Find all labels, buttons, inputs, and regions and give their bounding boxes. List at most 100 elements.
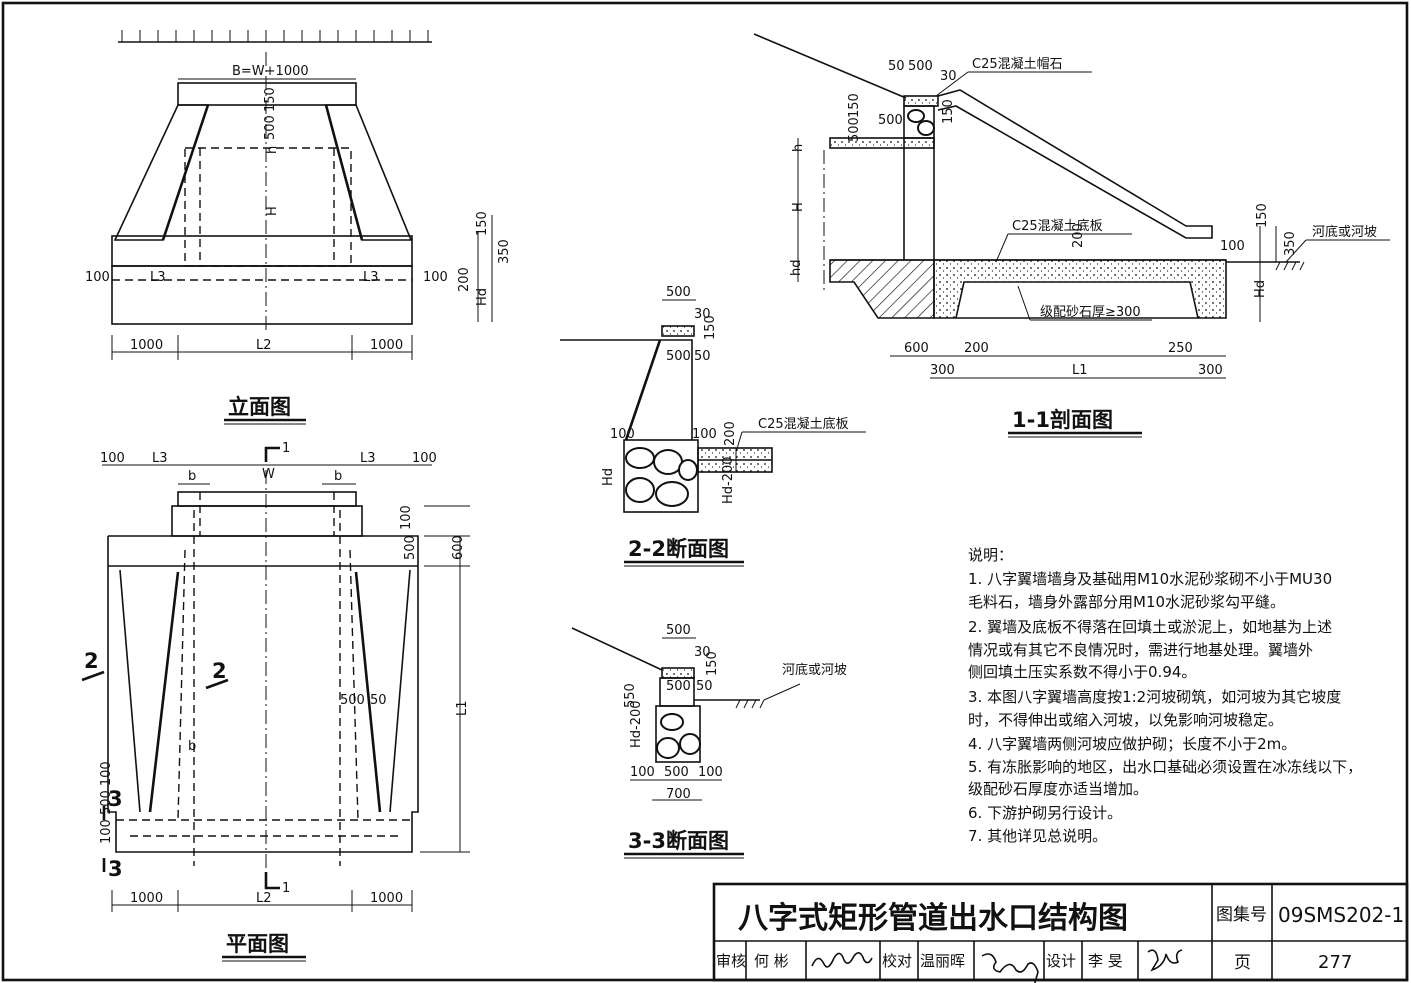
plan-dim-b-inner: b	[188, 739, 196, 754]
plan-title: 平面图	[226, 932, 289, 956]
s11-dim-30: 30	[940, 69, 957, 84]
elevation-title: 立面图	[228, 395, 291, 419]
s22-dim-500b: 500	[666, 349, 691, 364]
reviewer-name: 何 彬	[754, 952, 789, 970]
s11-dim-l1: L1	[1072, 363, 1088, 378]
plan-cut-3-bottom: 3	[108, 857, 123, 881]
s11-dim-50: 50	[888, 59, 905, 74]
review-label: 审核	[716, 952, 746, 970]
s22-dim-150: 150	[703, 315, 718, 340]
section-33-title: 3-3断面图	[628, 829, 729, 853]
plan-view: 1 1 100 L3 W L3 100 b b 500 50	[81, 441, 470, 962]
elev-dim-l2: L2	[256, 338, 272, 353]
s11-dim-500: 500	[908, 59, 933, 74]
section-33-view: 500 30 150 河底或河坡 500 50 550 Hd-200 100 5…	[571, 623, 847, 859]
s11-dim-350: 350	[1283, 231, 1298, 256]
s22-base-label: C25混凝土底板	[758, 416, 849, 432]
plan-cut-1-top: 1	[282, 441, 290, 456]
note-line: 时，不得伸出或缩入河坡，以免影响河坡稳定。	[968, 711, 1283, 729]
check-label: 校对	[882, 952, 912, 970]
reviewer-signature	[811, 952, 873, 968]
elev-dim-1000-left: 1000	[130, 338, 163, 353]
s33-dim-100-left: 100	[630, 765, 655, 780]
s33-dim-150: 150	[705, 651, 720, 676]
drawing-title: 八字式矩形管道出水口结构图	[738, 901, 1128, 936]
s22-dim-200: 200	[723, 421, 738, 446]
s11-dim-200b: 200	[964, 341, 989, 356]
plan-dim-r100: 100	[399, 505, 414, 530]
s33-dim-700: 700	[666, 787, 691, 802]
plan-cut-3-top: 3	[108, 787, 123, 811]
plan-dim-r600: 600	[451, 535, 466, 560]
s22-dim-100-right: 100	[692, 427, 717, 442]
elev-dim-100-left: 100	[85, 270, 110, 285]
plan-cut-1-bottom: 1	[282, 881, 290, 896]
s11-dim-H: H	[791, 202, 806, 212]
s11-cap-label: C25混凝土帽石	[972, 56, 1063, 72]
plan-dim-1000-right: 1000	[370, 891, 403, 906]
s33-dim-550: 550	[623, 683, 638, 708]
s22-dim-50: 50	[694, 349, 711, 364]
elev-dim-100-right: 100	[423, 270, 448, 285]
elev-dim-H: H	[265, 206, 280, 216]
s11-dim-150b: 150	[941, 99, 956, 124]
elev-dim-h: h	[265, 146, 280, 154]
s33-dim-500: 500	[666, 623, 691, 638]
s33-dim-500b: 500	[666, 679, 691, 694]
s33-dim-30: 30	[694, 645, 711, 660]
s11-dim-150: 150	[847, 93, 862, 118]
elev-dim-r150: 150	[475, 211, 490, 236]
note-line: 情况或有其它不良情况时，需进行地基处理。翼墙外	[968, 641, 1313, 659]
plan-dim-50: 50	[370, 693, 387, 708]
section-11-view: 50 500 30 C25混凝土帽石 150 500 500 150 h H h…	[753, 33, 1390, 438]
elev-dim-1000-right: 1000	[370, 338, 403, 353]
note-line: 3. 本图八字翼墙高度按1:2河坡砌筑，如河坡为其它坡度	[968, 688, 1341, 706]
s11-dim-hd: hd	[789, 260, 804, 277]
elev-dim-500: 500	[263, 115, 278, 140]
plan-dim-b-left: b	[188, 469, 196, 484]
s22-dim-500: 500	[666, 285, 691, 300]
plan-dim-l3-right: L3	[360, 451, 376, 466]
notes-block: 说明： 1. 八字翼墙墙身及基础用M10水泥砂浆砌不小于MU30 毛料石，墙身外…	[968, 546, 1362, 845]
elev-dim-l3-right: L3	[363, 270, 379, 285]
section-22-title: 2-2断面图	[628, 537, 729, 561]
s11-dim-300-left: 300	[930, 363, 955, 378]
note-line: 7. 其他详见总说明。	[968, 827, 1107, 845]
s22-dim-30: 30	[694, 307, 711, 322]
s11-dim-500h: 500	[878, 113, 903, 128]
s11-dim-250: 250	[1168, 341, 1193, 356]
elev-dim-hd: Hd	[475, 288, 490, 306]
plan-dim-l1: L1	[455, 700, 470, 716]
plan-dim-1000-left: 1000	[130, 891, 163, 906]
elev-dim-b: B=W+1000	[232, 64, 309, 79]
plan-dim-100-right: 100	[412, 451, 437, 466]
s33-dim-100-right: 100	[698, 765, 723, 780]
s11-dim-200: 200	[1071, 223, 1086, 248]
note-line: 毛料石，墙身外露部分用M10水泥砂浆勾平缝。	[968, 593, 1285, 611]
atlas-number: 09SMS202-1	[1278, 903, 1404, 927]
s11-base-label: C25混凝土底板	[1012, 218, 1103, 234]
plan-dim-left-stack: 100 500 100	[99, 761, 114, 844]
section-11-title: 1-1剖面图	[1012, 408, 1113, 432]
plan-dim-100-left: 100	[100, 451, 125, 466]
note-line: 1. 八字翼墙墙身及基础用M10水泥砂浆砌不小于MU30	[968, 570, 1332, 588]
page-label: 页	[1234, 953, 1251, 973]
note-line: 4. 八字翼墙两侧河坡应做护砌；长度不小于2m。	[968, 735, 1296, 753]
note-line: 侧回填土压实系数不得小于0.94。	[968, 663, 1196, 681]
elev-dim-r200: 200	[457, 267, 472, 292]
s11-gravel-label: 级配砂石厚≥300	[1040, 305, 1141, 320]
note-line: 6. 下游护砌另行设计。	[968, 804, 1122, 822]
designer-signature	[1147, 949, 1183, 972]
s11-dim-Hd: Hd	[1253, 280, 1268, 298]
s22-dim-hd200: Hd-200	[721, 456, 736, 504]
plan-cut-2-left: 2	[84, 649, 99, 673]
s33-dim-hd200: Hd-200	[629, 700, 644, 748]
section-22-view: 500 30 150 500 50 100 100 C25混凝土底板 200 H…	[560, 285, 866, 567]
title-block: 八字式矩形管道出水口结构图 图集号 09SMS202-1 页 277 审核 何 …	[712, 882, 1409, 983]
elevation-view: B=W+1000 150 500 h H L3 L3 100 100 150 3…	[85, 30, 512, 425]
s33-dim-50: 50	[696, 679, 713, 694]
s11-dim-150r: 150	[1255, 203, 1270, 228]
note-line: 级配砂石厚度亦适当增加。	[968, 780, 1148, 798]
